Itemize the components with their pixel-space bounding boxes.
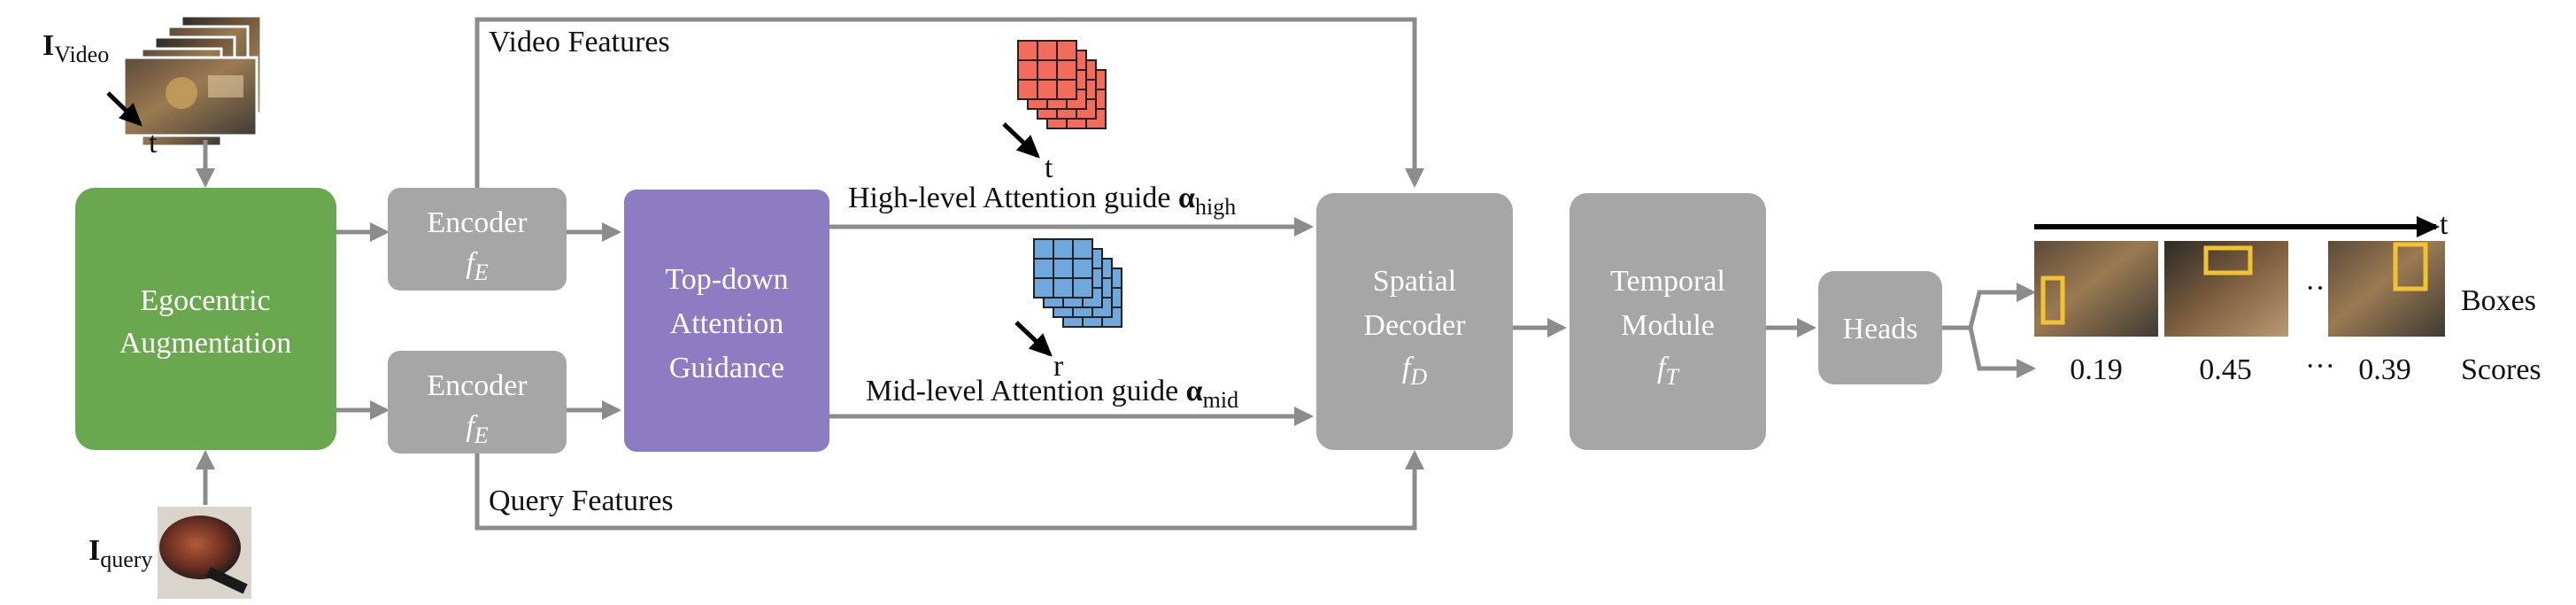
score-2: 0.45 (2199, 353, 2252, 386)
video-frames-stack (122, 14, 263, 148)
attention-cell (1033, 238, 1054, 260)
attention-cell (1033, 258, 1054, 279)
attention-cell (1017, 79, 1038, 100)
temporal-module-label-1: Temporal (1610, 265, 1725, 298)
attention-cell (1037, 59, 1058, 81)
query-input-label: Iquery (89, 534, 152, 572)
output-ellipsis-bottom: ··· (2305, 350, 2335, 383)
attention-cell (1072, 258, 1093, 279)
attention-cell (1056, 40, 1077, 61)
video-input-label: IVideo (42, 29, 109, 67)
guidance-label-3: Guidance (669, 352, 784, 384)
attention-cell (1037, 40, 1058, 61)
spatial-decoder-label-2: Decoder (1363, 309, 1466, 342)
high-guide-label: High-level Attention guide αhigh (848, 182, 1236, 220)
encoder-top-label: Encoder (427, 206, 528, 239)
temporal-module-block (1570, 193, 1766, 450)
augmentation-label-1: Egocentric (140, 284, 270, 317)
output-time-label: t (2440, 208, 2449, 241)
attention-cell (1056, 79, 1077, 100)
video-features-path (474, 17, 1424, 188)
attention-cell (1017, 40, 1038, 61)
guidance-label-2: Attention (670, 307, 783, 340)
spatial-decoder-block (1316, 193, 1513, 450)
boxes-label: Boxes (2461, 284, 2536, 317)
score-1: 0.19 (2070, 353, 2123, 386)
score-3: 0.39 (2358, 353, 2411, 386)
video-features-label: Video Features (489, 26, 670, 58)
temporal-module-label-2: Module (1621, 309, 1715, 342)
attention-cell (1037, 79, 1058, 100)
attention-cell (1033, 277, 1054, 299)
output-box-3 (2393, 242, 2428, 291)
attention-cell (1072, 277, 1093, 299)
encoder-bottom-block (388, 351, 567, 454)
mid-guide-label: Mid-level Attention guide αmid (866, 375, 1238, 413)
mid-grid-axis-arrow (1014, 321, 1053, 357)
encoder-top-block (388, 188, 567, 291)
guidance-label-1: Top-down (665, 263, 788, 296)
output-frame-1 (2034, 241, 2158, 337)
video-time-label: t (149, 127, 158, 159)
encoder-bottom-label: Encoder (427, 369, 528, 402)
attention-cell (1053, 277, 1074, 299)
output-frame-2 (2164, 241, 2288, 337)
high-grid-axis-arrow (1002, 122, 1040, 159)
attention-cell (1017, 59, 1038, 81)
attention-cell (1053, 258, 1074, 279)
output-frame-3 (2328, 241, 2445, 337)
output-box-1 (2040, 275, 2065, 325)
attention-cell (1072, 238, 1093, 260)
scores-label: Scores (2461, 353, 2541, 386)
video-time-arrow (106, 91, 143, 127)
attention-cell (1056, 59, 1077, 81)
heads-label: Heads (1843, 313, 1918, 345)
mid-grid-axis-label: r (1053, 350, 1064, 383)
output-box-2 (2203, 245, 2253, 275)
augmentation-label-2: Augmentation (120, 327, 292, 360)
query-features-label: Query Features (489, 485, 674, 517)
arrow-heads-to-boxes (1942, 283, 2036, 330)
high-grid-axis-label: t (1045, 151, 1053, 184)
guidance-block (624, 190, 829, 452)
query-image (158, 507, 251, 599)
high-attention-grid (1017, 40, 1107, 129)
augmentation-block (75, 188, 336, 450)
heads-block (1818, 271, 1942, 384)
mid-attention-grid (1033, 238, 1122, 328)
attention-cell (1053, 238, 1074, 260)
spatial-decoder-label-1: Spatial (1373, 265, 1456, 298)
arrow-heads-to-scores (1968, 327, 2036, 378)
query-features-path (474, 450, 1424, 531)
